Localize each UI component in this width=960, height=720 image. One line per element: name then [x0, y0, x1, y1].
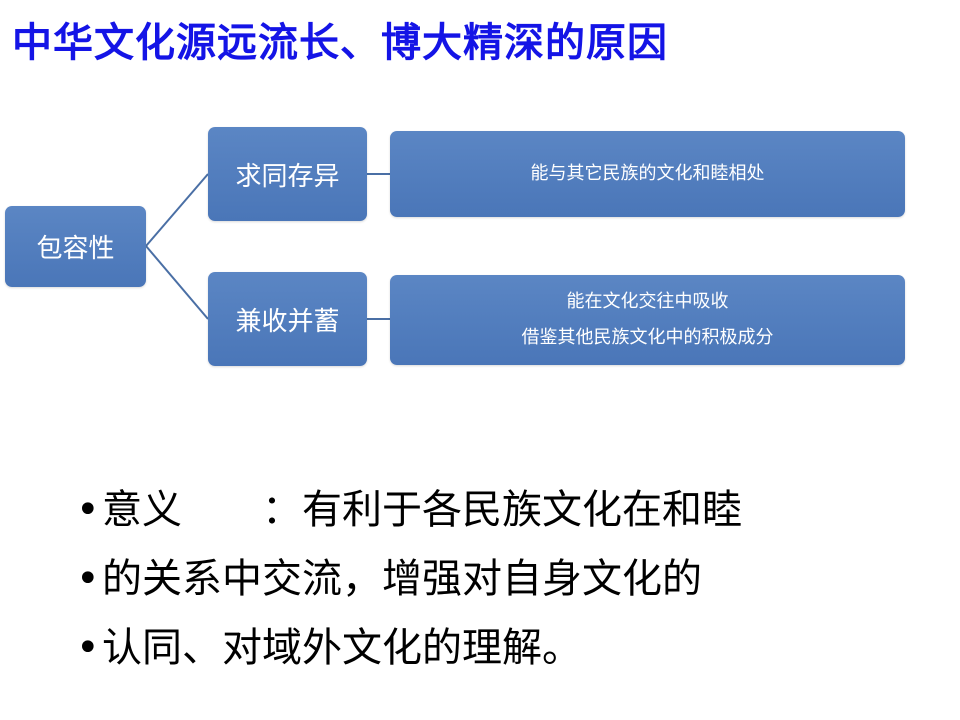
bullet-text: 认同、对域外文化的理解。 [102, 625, 582, 671]
bullet-marker: • [76, 556, 100, 602]
root-node: 包容性 [5, 206, 146, 287]
branch-node-1-label: 求同存异 [235, 161, 340, 192]
connector-root-to-branch-1 [145, 173, 209, 247]
detail-node-2: 能在文化交往中吸收 借鉴其他民族文化中的积极成分 [390, 275, 905, 365]
bullet-marker: • [76, 487, 100, 533]
bullet-text: 意义 ：有利于各民族文化在和睦 [102, 487, 742, 533]
detail-node-2-line-1: 能在文化交往中吸收 [566, 291, 729, 312]
bullet-item: •认同、对域外文化的理解。 [76, 618, 742, 687]
root-node-label: 包容性 [36, 234, 115, 264]
connector-root-to-branch-2 [145, 245, 209, 320]
branch-node-2-label: 兼收并蓄 [235, 306, 340, 337]
detail-node-1-line-1: 能与其它民族的文化和睦相处 [530, 163, 765, 184]
bullet-item: •的关系中交流，增强对自身文化的 [76, 549, 742, 618]
bullet-text: 的关系中交流，增强对自身文化的 [102, 556, 702, 602]
detail-node-1: 能与其它民族的文化和睦相处 [390, 131, 905, 217]
bullet-item: •意义 ：有利于各民族文化在和睦 [76, 480, 742, 549]
slide-title: 中华文化源远流长、博大精深的原因 [12, 20, 668, 66]
bullet-marker: • [76, 625, 100, 671]
detail-node-2-line-2: 借鉴其他民族文化中的积极成分 [521, 327, 774, 348]
branch-node-2: 兼收并蓄 [208, 272, 367, 366]
bullet-list: •意义 ：有利于各民族文化在和睦 •的关系中交流，增强对自身文化的 •认同、对域… [76, 480, 742, 687]
branch-node-1: 求同存异 [208, 127, 367, 221]
